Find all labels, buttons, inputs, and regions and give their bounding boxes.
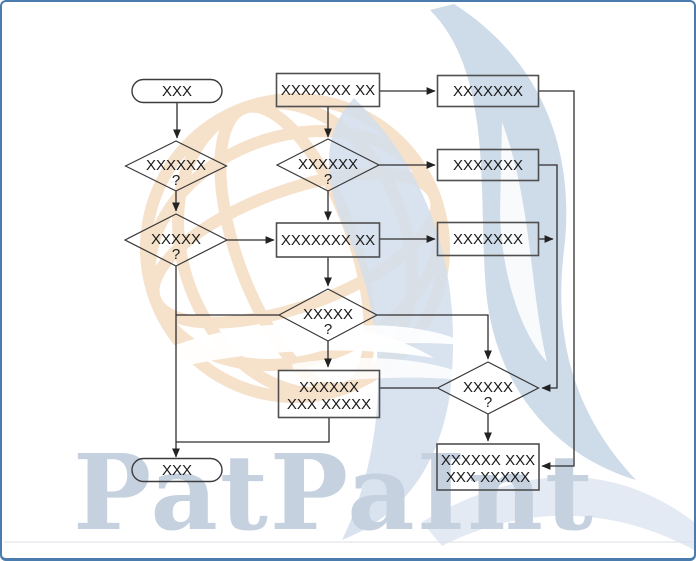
node-label-decision-middle-1-line2: ? xyxy=(324,171,332,188)
node-label-decision-middle-1-line1: XXXXXX xyxy=(298,156,358,173)
node-box-bottom-left xyxy=(277,369,381,419)
node-label-decision-bottom-right-line2: ? xyxy=(484,394,492,411)
connector-top-right-box-to-bottom-right-box xyxy=(539,90,575,470)
connector-right-box2-to-decision-br xyxy=(539,164,558,392)
node-box-right-3 xyxy=(436,221,540,257)
node-decision-middle-1 xyxy=(275,138,381,192)
node-label-box-right-2: XXXXXXX xyxy=(453,157,523,174)
node-label-box-bottom-left-line1: XXXXXX xyxy=(299,379,359,396)
node-label-decision-middle-2-line1: XXXXX xyxy=(303,306,353,323)
node-label-decision-left-1-line2: ? xyxy=(172,172,180,189)
connector-decision-mid2-to-decision-br xyxy=(377,314,492,360)
connector-box-bottom-left-join xyxy=(176,418,330,443)
node-box-top-right xyxy=(436,74,540,108)
node-label-box-bottom-right-line2: XXX XXXXX xyxy=(446,469,530,486)
node-label-box-top-right: XXXXXXX xyxy=(453,83,523,100)
node-start-terminator xyxy=(131,78,223,104)
node-end-terminator xyxy=(131,457,223,483)
node-label-decision-left-2-line1: XXXXX xyxy=(151,231,201,248)
node-box-top-middle xyxy=(275,72,381,108)
node-label-decision-left-2-line2: ? xyxy=(172,246,180,263)
node-label-box-top-middle: XXXXXXX XX xyxy=(281,82,375,99)
node-decision-left-1 xyxy=(124,140,228,192)
node-label-decision-bottom-right-line1: XXXXX xyxy=(463,379,513,396)
node-box-bottom-right xyxy=(436,443,540,491)
node-box-right-2 xyxy=(436,148,540,182)
watermark-brand-text: PatPaInt xyxy=(73,431,595,554)
node-box-middle-row3 xyxy=(275,222,381,258)
node-decision-left-2 xyxy=(123,213,229,267)
node-label-start-terminator: XXX xyxy=(162,83,192,100)
node-label-box-middle-row3: XXXXXXX XX xyxy=(281,232,375,249)
node-label-box-bottom-right-line1: XXXXXX XXX xyxy=(441,452,535,469)
node-decision-middle-2 xyxy=(277,288,379,342)
node-label-decision-middle-2-line2: ? xyxy=(324,321,332,338)
node-label-box-right-3: XXXXXXX xyxy=(453,231,523,248)
node-label-box-bottom-left-line2: XXX XXXXX xyxy=(287,396,371,413)
node-label-decision-left-1-line1: XXXXXX xyxy=(146,157,206,174)
node-label-end-terminator: XXX xyxy=(162,462,192,479)
node-decision-bottom-right xyxy=(436,361,540,415)
